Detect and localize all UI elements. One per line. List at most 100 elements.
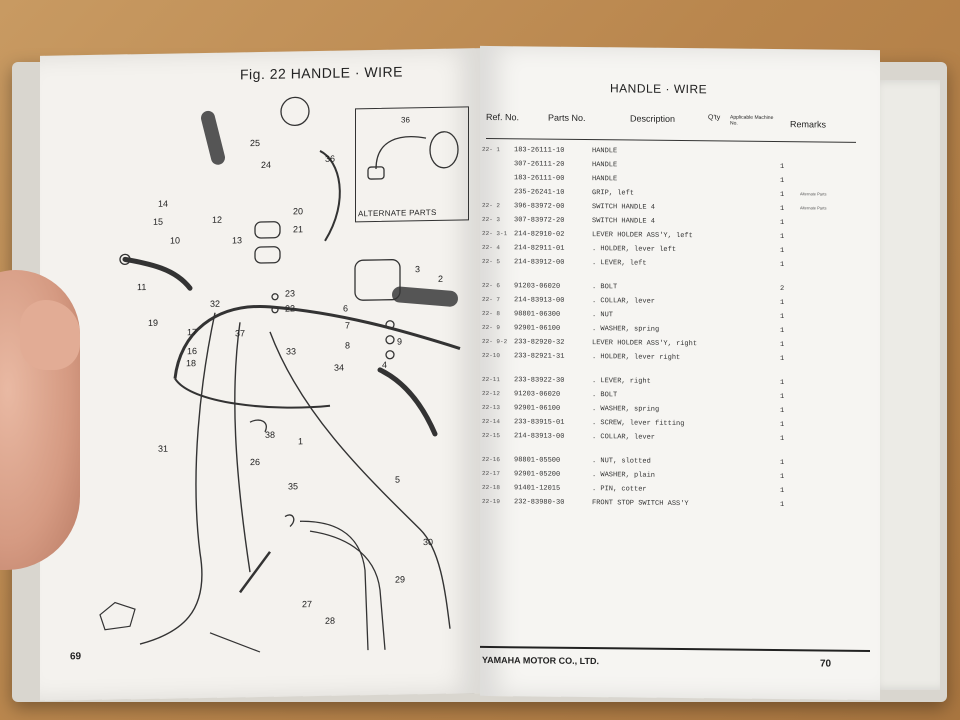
description-cell: SWITCH HANDLE 4 [592, 203, 656, 212]
callout-7: 7 [345, 320, 351, 331]
callout-23: 23 [285, 288, 296, 299]
ref-no-cell: 22-12 [482, 389, 501, 398]
description-cell: . LEVER, right [592, 377, 651, 386]
callout-36: 36 [325, 153, 336, 164]
remarks-cell [800, 393, 860, 394]
header-qty: Q'ty [708, 114, 721, 122]
callout-2: 2 [438, 273, 444, 284]
qty-cell: 1 [780, 247, 785, 256]
footer-rule [480, 645, 870, 652]
qty-cell: 1 [780, 487, 785, 496]
callout-1: 1 [298, 436, 304, 447]
part-no-cell: 92901-05200 [514, 470, 561, 479]
callout-6: 6 [343, 303, 349, 314]
remarks-cell: Alternate Parts [800, 191, 827, 197]
part-no-cell: 214-82911-01 [514, 244, 565, 253]
remarks-cell [800, 313, 860, 314]
callout-3: 3 [415, 264, 421, 275]
callout-13: 13 [232, 235, 243, 246]
callout-28: 28 [325, 615, 336, 626]
qty-cell: 1 [780, 191, 785, 200]
right-grip [392, 286, 458, 307]
part-no-cell: 92901-06100 [514, 404, 561, 413]
qty-cell: 1 [780, 327, 785, 336]
callout-27: 27 [302, 599, 313, 610]
callout-22: 22 [285, 303, 296, 314]
remarks-cell [800, 501, 860, 502]
callout-26: 26 [250, 456, 261, 468]
callout-31: 31 [158, 443, 169, 454]
description-cell: . BOLT [592, 283, 618, 292]
alternate-parts-box: 36 ALTERNATE PARTS [355, 106, 469, 223]
callout-12: 12 [212, 214, 223, 225]
ref-no-cell: 22-18 [482, 483, 501, 492]
ref-no-cell: 22-11 [482, 375, 501, 384]
header-remarks: Remarks [790, 119, 827, 130]
callout-5: 5 [395, 474, 401, 485]
description-cell: . PIN, cotter [592, 485, 647, 494]
description-cell: . WASHER, plain [592, 471, 656, 480]
exploded-parts-diagram [99, 96, 461, 653]
qty-cell: 1 [780, 233, 785, 242]
header-parts-no: Parts No. [548, 112, 586, 124]
qty-cell: 1 [780, 393, 785, 402]
ref-no-cell: 22- 6 [482, 281, 501, 290]
qty-cell: 1 [780, 341, 785, 350]
callout-30: 30 [423, 536, 434, 548]
ref-no-cell: 22- 9-2 [482, 337, 508, 346]
callout-34: 34 [334, 362, 345, 373]
qty-cell: 1 [780, 205, 785, 214]
ref-no-cell: 22- 9 [482, 323, 501, 332]
ref-no-cell: 22- 4 [482, 243, 501, 252]
callout-10: 10 [170, 235, 181, 246]
qty-cell: 1 [780, 313, 785, 322]
qty-cell: 2 [780, 285, 785, 294]
ref-no-cell: 22-19 [482, 497, 501, 506]
clamp-20 [254, 221, 281, 239]
ref-no-cell: 22- 3-1 [482, 229, 508, 238]
part-no-cell: 98801-06300 [514, 310, 561, 319]
part-no-cell: 307-83972-20 [514, 216, 565, 225]
ref-no-cell: 22- 5 [482, 257, 501, 266]
part-no-cell: 214-83913-00 [514, 432, 565, 441]
remarks-cell [800, 261, 860, 262]
qty-cell: 1 [780, 407, 785, 416]
description-cell: . NUT, slotted [592, 457, 651, 466]
page-stack-edge [870, 80, 940, 690]
page-number-right: 70 [820, 658, 832, 670]
part-no-cell: 91203-06020 [514, 390, 561, 399]
callout-35: 35 [288, 481, 299, 492]
remarks-cell [800, 285, 860, 286]
cable-30 [269, 331, 451, 629]
qty-cell: 1 [780, 421, 785, 430]
part-no-cell: 183-26111-10 [514, 146, 565, 155]
header-applicable: Applicable Machine No. [730, 114, 774, 127]
alternate-parts-label: ALTERNATE PARTS [358, 207, 437, 219]
callout-25: 25 [250, 137, 261, 149]
description-cell: . HOLDER, lever left [592, 245, 677, 254]
remarks-cell [800, 341, 860, 342]
left-grip [201, 110, 225, 165]
header-description: Description [630, 113, 676, 124]
callout-37: 37 [235, 328, 246, 339]
callout-11: 11 [137, 281, 147, 293]
callout-14: 14 [158, 198, 169, 209]
description-cell: GRIP, left [592, 189, 635, 198]
remarks-cell [800, 163, 860, 164]
qty-cell: 1 [780, 163, 785, 172]
description-cell: . COLLAR, lever [592, 297, 656, 306]
remarks-cell [800, 421, 860, 422]
callout-20: 20 [293, 206, 304, 217]
right-lever [377, 367, 438, 437]
remarks-cell [800, 379, 860, 380]
remarks-cell [800, 435, 860, 436]
cable-31 [139, 312, 216, 645]
description-cell: . COLLAR, lever [592, 433, 656, 442]
cable-26 [234, 322, 251, 573]
ref-no-cell: 22-13 [482, 403, 501, 412]
remarks-cell [800, 355, 860, 356]
callout-33: 33 [286, 346, 297, 357]
description-cell: HANDLE [592, 161, 618, 170]
